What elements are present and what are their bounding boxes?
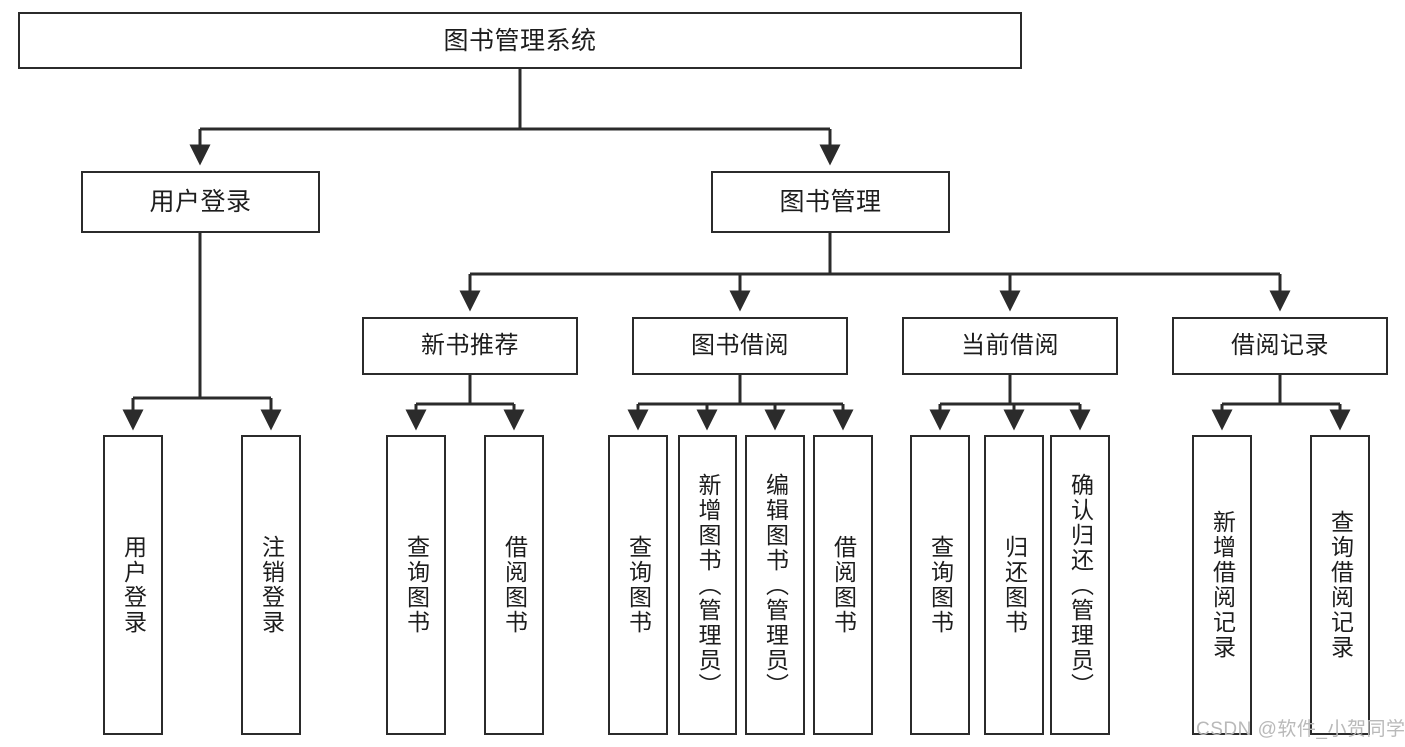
leaf-query-book-1-label: 查询图书 [403, 535, 430, 635]
leaf-add-record-label: 新增借阅记录 [1209, 510, 1236, 660]
node-user-login[interactable]: 用户登录 [81, 171, 320, 233]
node-book-borrow-label: 图书借阅 [691, 331, 789, 359]
leaf-borrow-book-1-label: 借阅图书 [501, 535, 528, 635]
leaf-query-book-3[interactable]: 查询图书 [910, 435, 970, 735]
node-root[interactable]: 图书管理系统 [18, 12, 1022, 69]
node-root-label: 图书管理系统 [443, 26, 597, 55]
node-new-book-rec[interactable]: 新书推荐 [362, 317, 578, 375]
node-current-borrow-label: 当前借阅 [961, 331, 1059, 359]
leaf-add-book-label: 新增图书（管理员） [695, 472, 721, 698]
node-borrow-record[interactable]: 借阅记录 [1172, 317, 1388, 375]
node-book-manage[interactable]: 图书管理 [711, 171, 950, 233]
leaf-return-book-label: 归还图书 [1001, 535, 1028, 635]
leaf-query-book-2-label: 查询图书 [625, 535, 652, 635]
node-new-book-rec-label: 新书推荐 [421, 331, 519, 359]
leaf-user-login-label: 用户登录 [120, 535, 147, 635]
leaf-add-book[interactable]: 新增图书（管理员） [678, 435, 737, 735]
edge-group-book-manage [459, 233, 1291, 312]
leaf-logout-label: 注销登录 [258, 535, 285, 635]
leaf-borrow-book-2-label: 借阅图书 [830, 535, 857, 635]
leaf-query-book-2[interactable]: 查询图书 [608, 435, 668, 735]
node-user-login-label: 用户登录 [149, 188, 252, 216]
leaf-add-record[interactable]: 新增借阅记录 [1192, 435, 1252, 735]
edge-group-user-login [122, 233, 282, 431]
edge-group-new-book-rec [405, 375, 525, 431]
leaf-logout[interactable]: 注销登录 [241, 435, 301, 735]
leaf-borrow-book-2[interactable]: 借阅图书 [813, 435, 873, 735]
leaf-edit-book-label: 编辑图书（管理员） [762, 472, 789, 698]
leaf-edit-book[interactable]: 编辑图书（管理员） [745, 435, 805, 735]
leaf-confirm-return[interactable]: 确认归还（管理员） [1050, 435, 1110, 735]
node-borrow-record-label: 借阅记录 [1231, 331, 1329, 359]
leaf-user-login[interactable]: 用户登录 [103, 435, 163, 735]
leaf-query-record[interactable]: 查询借阅记录 [1310, 435, 1370, 735]
leaf-confirm-return-label: 确认归还（管理员） [1067, 472, 1094, 698]
leaf-borrow-book-1[interactable]: 借阅图书 [484, 435, 544, 735]
edge-group-borrow-record [1211, 375, 1351, 431]
leaf-return-book[interactable]: 归还图书 [984, 435, 1044, 735]
edge-group-book-borrow [627, 375, 854, 431]
node-book-borrow[interactable]: 图书借阅 [632, 317, 848, 375]
edge-group-current-borrow [929, 375, 1091, 431]
leaf-query-record-label: 查询借阅记录 [1327, 510, 1354, 660]
node-book-manage-label: 图书管理 [779, 188, 882, 216]
leaf-query-book-3-label: 查询图书 [927, 535, 954, 635]
edge-group-root [189, 69, 841, 166]
node-current-borrow[interactable]: 当前借阅 [902, 317, 1118, 375]
leaf-query-book-1[interactable]: 查询图书 [386, 435, 446, 735]
